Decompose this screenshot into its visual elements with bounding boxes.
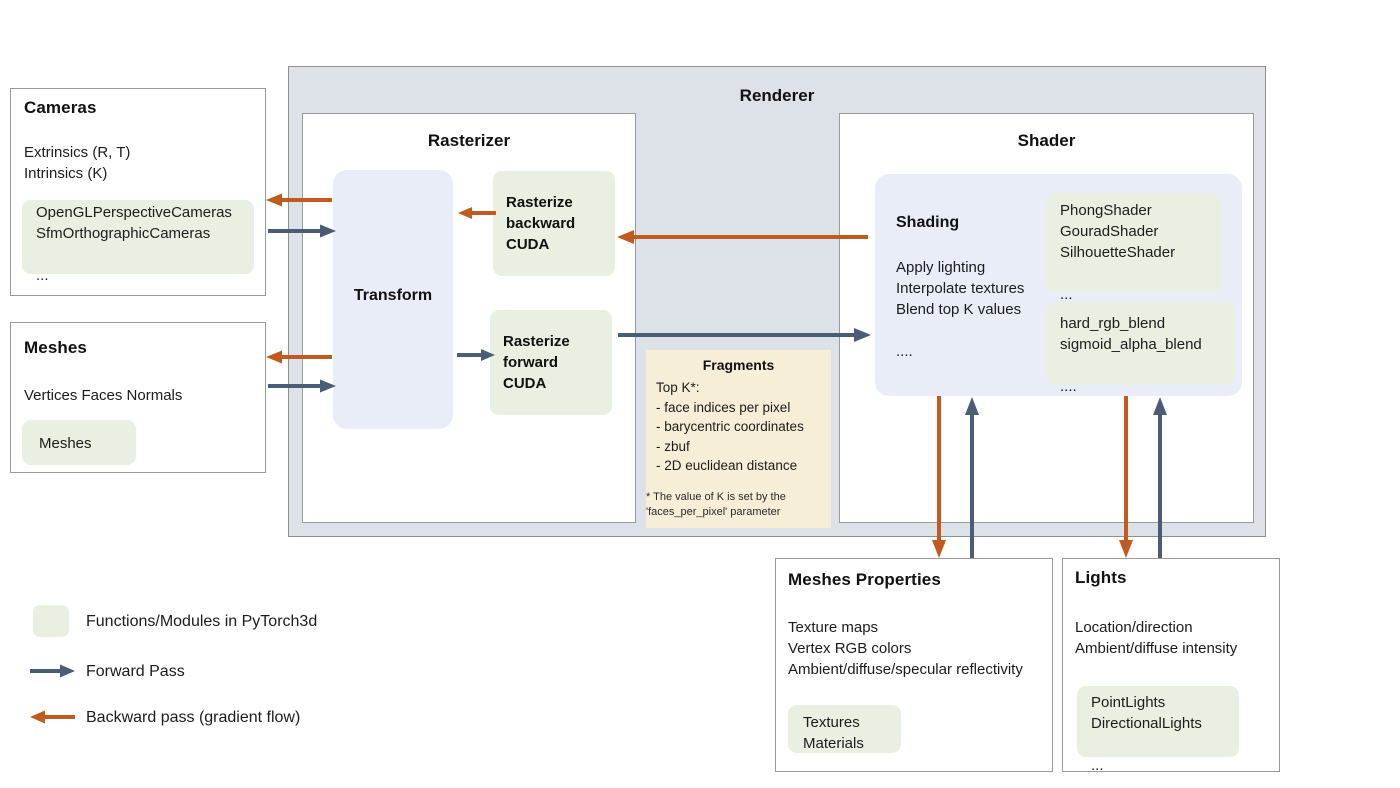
arrow-forward-meshes <box>268 378 338 394</box>
legend-forward-label: Forward Pass <box>86 663 185 680</box>
arrow-backward-rasterize-to-transform <box>456 205 498 221</box>
fragments-title: Fragments <box>702 357 775 373</box>
blend-functions-label: hard_rgb_blend sigmoid_alpha_blend .... <box>1060 315 1202 395</box>
cameras-chip <box>22 200 254 274</box>
rasterize-forward-chip <box>490 310 612 415</box>
mesh-properties-title: Meshes Properties <box>788 570 941 589</box>
shading-lines: Apply lighting Interpolate textures Blen… <box>896 259 1025 360</box>
mesh-properties-chip-label: Textures Materials <box>803 714 864 752</box>
meshes-title: Meshes <box>24 338 87 357</box>
legend-functions-label: Functions/Modules in PyTorch3d <box>86 613 318 630</box>
legend-backward-label: Backward pass (gradient flow) <box>86 709 301 726</box>
lights-lines: Location/direction Ambient/diffuse inten… <box>1075 619 1238 657</box>
arrow-forward-lights-to-shader <box>1151 396 1169 560</box>
lights-title: Lights <box>1075 568 1127 587</box>
meshes-chip-label: Meshes <box>39 435 92 452</box>
rasterize-forward-label: Rasterize forward CUDA <box>503 333 570 392</box>
cameras-title: Cameras <box>24 98 97 117</box>
legend-forward-arrow <box>30 663 76 679</box>
mesh-properties-lines: Texture maps Vertex RGB colors Ambient/d… <box>788 619 1023 720</box>
arrow-backward-meshes <box>264 349 334 365</box>
arrow-backward-shader-to-lights <box>1117 396 1135 560</box>
renderer-title: Renderer <box>739 86 815 105</box>
legend-backward-arrow <box>30 709 76 725</box>
fragments-note: * The value of K is set by the 'faces_pe… <box>646 491 786 518</box>
rasterize-backward-chip <box>493 171 615 276</box>
shader-classes-label: PhongShader GouradShader SilhouetteShade… <box>1060 202 1176 303</box>
rasterizer-title: Rasterizer <box>427 131 511 150</box>
fragments-body: Top K*: - face indices per pixel - baryc… <box>656 380 804 473</box>
shading-label: Shading <box>896 214 960 231</box>
shader-title: Shader <box>1017 131 1076 150</box>
arrow-forward-cameras <box>268 223 338 239</box>
arrow-forward-mesh-properties-to-shader <box>963 396 981 560</box>
shader-classes-chip <box>1046 193 1221 292</box>
transform-label: Transform <box>353 287 433 304</box>
transform-block <box>333 170 453 429</box>
arrow-backward-cameras <box>264 192 334 208</box>
arrow-backward-shader-to-mesh-properties <box>930 396 948 560</box>
blend-functions-chip <box>1046 302 1236 385</box>
cameras-chip-label: OpenGLPerspectiveCameras SfmOrthographic… <box>36 204 232 284</box>
meshes-chip <box>22 420 136 465</box>
arrow-forward-rasterizer-to-shader <box>618 327 873 343</box>
mesh-properties-chip <box>788 705 901 753</box>
meshes-lines: Vertices Faces Normals <box>24 387 183 404</box>
rasterize-backward-label: Rasterize backward CUDA <box>506 194 576 253</box>
arrow-forward-transform-to-rasterize <box>457 347 497 363</box>
lights-chip-label: PointLights DirectionalLights ... <box>1091 694 1202 774</box>
fragments-box <box>646 350 831 528</box>
cameras-lines: Extrinsics (R, T) Intrinsics (K) <box>24 144 131 182</box>
arrow-backward-shader-to-rasterizer <box>615 229 870 245</box>
lights-chip <box>1077 686 1239 757</box>
legend-functions-swatch <box>33 605 69 637</box>
